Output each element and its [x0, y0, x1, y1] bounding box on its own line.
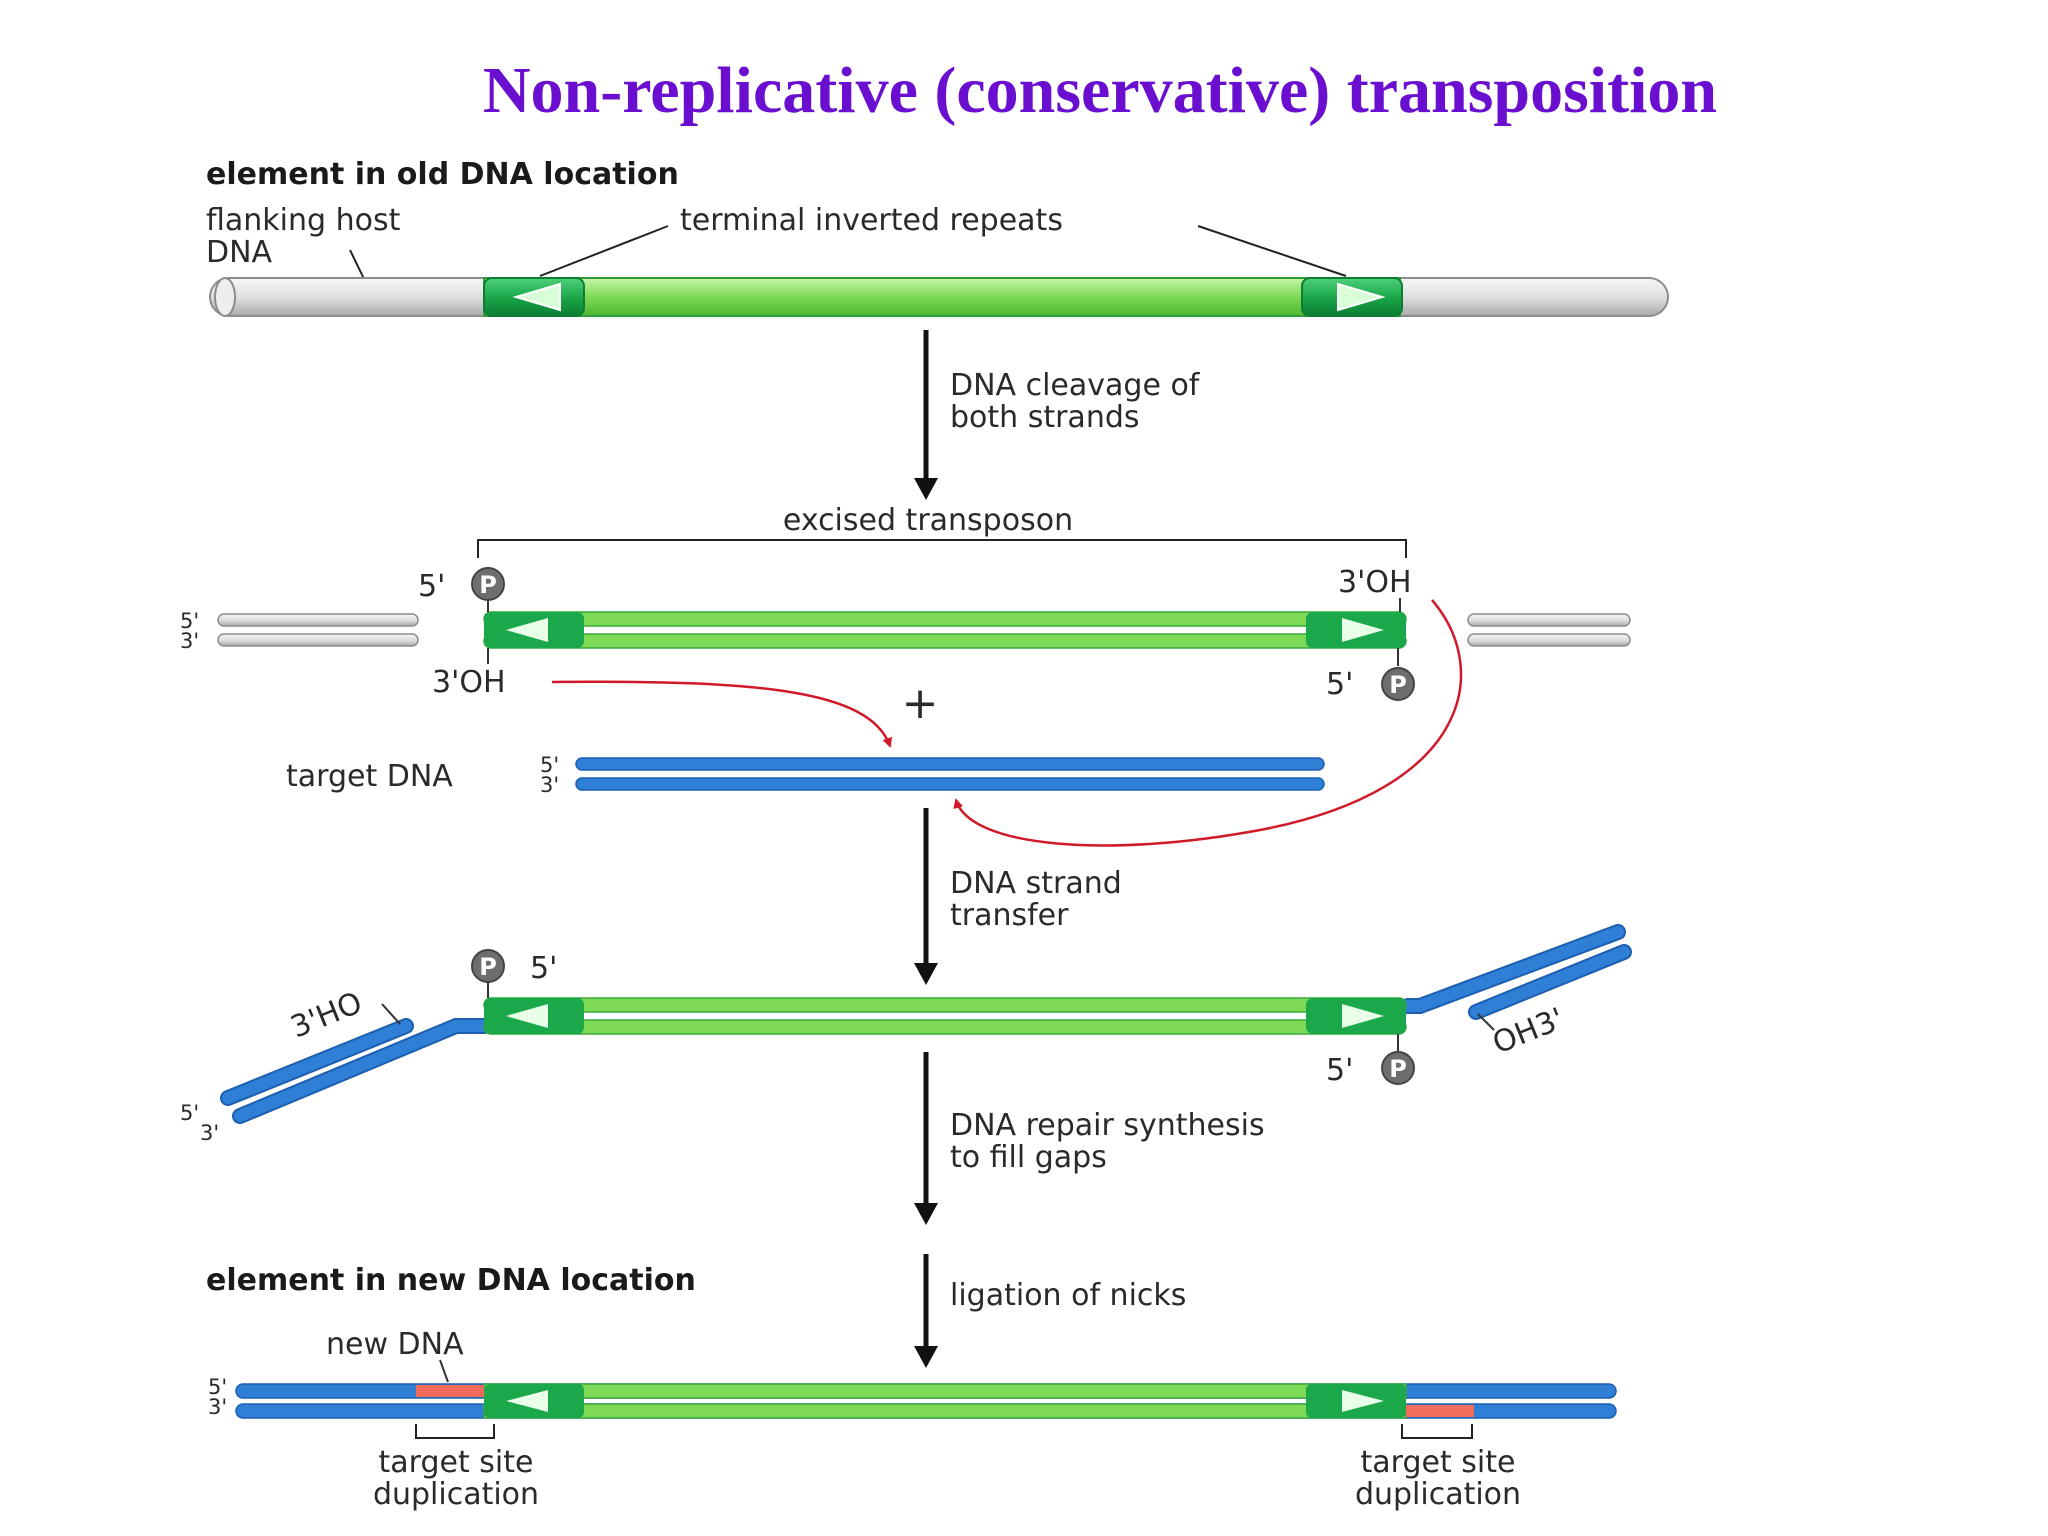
target-strand-top	[575, 757, 1325, 771]
target-arm-right-bottom	[1470, 946, 1630, 1018]
label-transfer-line1: DNA strand	[950, 866, 1122, 901]
page-title: Non-replicative (conservative) transposi…	[483, 54, 1717, 127]
host-strand-right-bottom	[1467, 633, 1631, 647]
transfer-arrow-left	[551, 680, 893, 748]
repeat-arrow-left-final	[506, 1390, 548, 1412]
repeat-arrow-right	[1342, 1004, 1384, 1028]
label-5prime-host-left: 5'	[180, 609, 199, 633]
cylinder-end	[214, 277, 236, 317]
repeat-arrow-right	[1337, 282, 1386, 312]
target-arm-left-top	[222, 1020, 412, 1104]
excised-transposon	[483, 611, 1407, 649]
label-5prime-left: 5'	[418, 569, 445, 604]
final-integrated-dna	[235, 1383, 1617, 1419]
repeat-arrow-left	[512, 282, 561, 312]
new-dna-pointer	[439, 1359, 449, 1383]
old-location-dna-cylinder	[209, 277, 1669, 317]
phosphate-right	[1381, 667, 1415, 701]
label-3prime-final: 3'	[208, 1395, 227, 1419]
label-terminal-inverted-repeats: terminal inverted repeats	[680, 203, 1063, 238]
label-5prime-arm: 5'	[180, 1101, 199, 1125]
tsd-bracket-left	[415, 1424, 495, 1439]
repeat-arrow-left	[506, 618, 548, 642]
tsd-bracket-right	[1401, 1424, 1473, 1439]
transposon-strand-bottom-final	[483, 1403, 1407, 1419]
label-tsd-right-line1: target site	[1361, 1445, 1516, 1480]
host-strand-left-bottom	[217, 633, 419, 647]
label-flanking-host: flanking host	[206, 203, 401, 238]
transfer-arrow-right	[953, 599, 1463, 847]
label-excised-transposon: excised transposon	[783, 503, 1073, 538]
label-3oh-right: 3'OH	[1338, 565, 1412, 600]
host-strand-left-top	[217, 613, 419, 627]
step-arrow-repair	[914, 1052, 938, 1225]
repeat-arrow-right-final	[1342, 1390, 1384, 1412]
target-arm-right-top	[1402, 926, 1624, 1012]
repeat-arrow-right	[1342, 618, 1384, 642]
label-tsd-left-line2: duplication	[373, 1477, 539, 1512]
label-repair-line1: DNA repair synthesis	[950, 1108, 1265, 1143]
strand-transfer-product	[220, 924, 1632, 1124]
phosphate-right-stage3	[1381, 1051, 1415, 1085]
step-arrow-cleavage	[914, 330, 938, 500]
tir-pointer-left	[539, 225, 669, 277]
label-tsd-left-line1: target site	[379, 1445, 534, 1480]
label-element-old-location: element in old DNA location	[206, 157, 679, 192]
transposon-strand-top-final	[483, 1383, 1407, 1399]
label-flanking-dna: DNA	[206, 235, 273, 270]
new-dna-segment-right	[1406, 1405, 1474, 1417]
label-3prime-arm: 3'	[200, 1121, 219, 1145]
new-dna-segment-left	[416, 1385, 484, 1397]
label-3ho: 3'HO	[286, 985, 367, 1045]
tir-pointer-right	[1197, 225, 1347, 277]
label-cleavage-line2: both strands	[950, 400, 1140, 435]
target-arm-left-bottom	[234, 1020, 490, 1122]
step-arrow-ligation	[914, 1254, 938, 1368]
label-3prime-host-left: 3'	[180, 629, 199, 653]
target-strand-bottom	[575, 777, 1325, 791]
plus-sign: +	[902, 678, 939, 729]
label-5prime-stage3-left: 5'	[530, 951, 557, 986]
transposon-element	[483, 277, 1401, 317]
label-new-dna: new DNA	[326, 1327, 464, 1362]
step-arrow-strand-transfer	[914, 808, 938, 985]
label-5prime-final: 5'	[208, 1375, 227, 1399]
phosphate-left-label: P	[479, 571, 497, 599]
label-3prime-target: 3'	[540, 773, 559, 797]
label-cleavage-line1: DNA cleavage of	[950, 368, 1201, 403]
label-5prime-target: 5'	[540, 753, 559, 777]
label-5prime-stage3-right: 5'	[1326, 1053, 1353, 1088]
label-element-new-location: element in new DNA location	[206, 1263, 696, 1298]
label-repair-line2: to fill gaps	[950, 1140, 1107, 1175]
excised-bracket	[477, 539, 1407, 558]
label-ligation: ligation of nicks	[950, 1278, 1186, 1313]
transposon-strand-bottom	[483, 633, 1407, 649]
phosphate-left	[471, 567, 505, 601]
phosphate-left-stage3-label: P	[479, 953, 497, 981]
repeat-arrow-left	[506, 1004, 548, 1028]
host-strand-right-top	[1467, 613, 1631, 627]
phosphate-right-stage3-label: P	[1389, 1055, 1407, 1083]
label-target-dna: target DNA	[286, 759, 453, 794]
transposon-strand-bottom	[483, 1019, 1407, 1035]
transposon-strand-top	[483, 611, 1407, 627]
phosphate-right-label: P	[1389, 671, 1407, 699]
label-transfer-line2: transfer	[950, 898, 1069, 933]
label-tsd-right-line2: duplication	[1355, 1477, 1521, 1512]
label-3oh-left: 3'OH	[432, 665, 506, 700]
label-5prime-right: 5'	[1326, 667, 1353, 702]
transposon-strand-top	[483, 997, 1407, 1013]
